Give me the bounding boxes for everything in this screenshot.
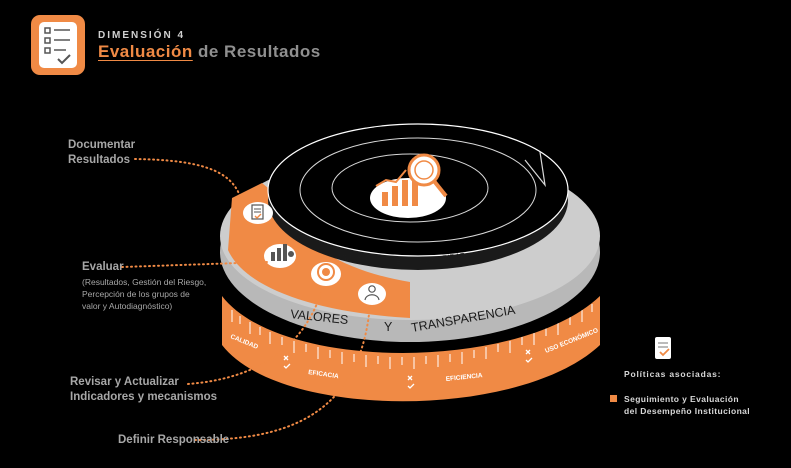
document-check-icon bbox=[243, 202, 273, 224]
policies-title: Políticas asociadas: bbox=[624, 369, 722, 379]
policy-document-icon bbox=[655, 337, 671, 359]
ruler-ticks bbox=[231, 304, 593, 369]
callout-connectors bbox=[121, 158, 371, 441]
policy-bullet bbox=[610, 395, 617, 402]
magnifier-chart-icon bbox=[370, 153, 448, 218]
callout-evaluar-detail-line1: (Resultados, Gestión del Riesgo, bbox=[82, 277, 207, 287]
ruler-band bbox=[222, 296, 600, 402]
ruler-label-eficacia: EFICACIA bbox=[308, 369, 340, 380]
target-icon bbox=[311, 262, 341, 286]
inner-ring-outline bbox=[299, 137, 537, 243]
ring-word-y: Y bbox=[384, 320, 393, 334]
core-ring-outline bbox=[331, 153, 489, 223]
spiral-arrow bbox=[524, 151, 546, 188]
callout-revisar-line2: Indicadores y mecanismos bbox=[70, 391, 218, 403]
ruler-label-eficiencia: EFICIENCIA bbox=[445, 372, 483, 383]
callout-documentar-line2: Resultados bbox=[68, 154, 130, 166]
person-icon bbox=[358, 283, 386, 305]
checklist-icon bbox=[31, 15, 85, 75]
title-accent: Evaluación bbox=[98, 42, 193, 61]
ring-word-e: E bbox=[396, 257, 401, 266]
dimension-label: DIMENSIÓN 4 bbox=[98, 30, 186, 41]
policy-item-line2: del Desempeño Institucional bbox=[624, 406, 751, 416]
callout-evaluar-detail-line2: Percepción de los grupos de bbox=[82, 289, 190, 299]
page-title: Evaluación de Resultados bbox=[98, 42, 321, 62]
callout-evaluar-detail: (Resultados, Gestión del Riesgo, Percepc… bbox=[82, 276, 206, 312]
policy-item-line1: Seguimiento y Evaluación bbox=[624, 394, 739, 404]
title-rest: de Resultados bbox=[192, 42, 321, 61]
callout-revisar-line1: Revisar y Actualizar bbox=[70, 376, 179, 388]
callout-documentar: Documentar Resultados bbox=[68, 138, 135, 168]
callout-documentar-line1: Documentar bbox=[68, 139, 136, 151]
policy-item: Seguimiento y Evaluación del Desempeño I… bbox=[624, 393, 750, 417]
ruler-check-icons bbox=[283, 349, 533, 389]
callout-evaluar: Evaluar bbox=[82, 261, 124, 273]
ring-word-merito: MÉRITO bbox=[338, 252, 368, 264]
callout-definir: Definir Responsable bbox=[118, 434, 230, 446]
callout-evaluar-detail-line3: valor y Autodiagnóstico) bbox=[82, 301, 173, 311]
ring-word-valores: VALORES bbox=[290, 307, 349, 327]
callout-revisar: Revisar y Actualizar Indicadores y mecan… bbox=[70, 375, 217, 405]
bar-chart-icon bbox=[264, 235, 296, 268]
